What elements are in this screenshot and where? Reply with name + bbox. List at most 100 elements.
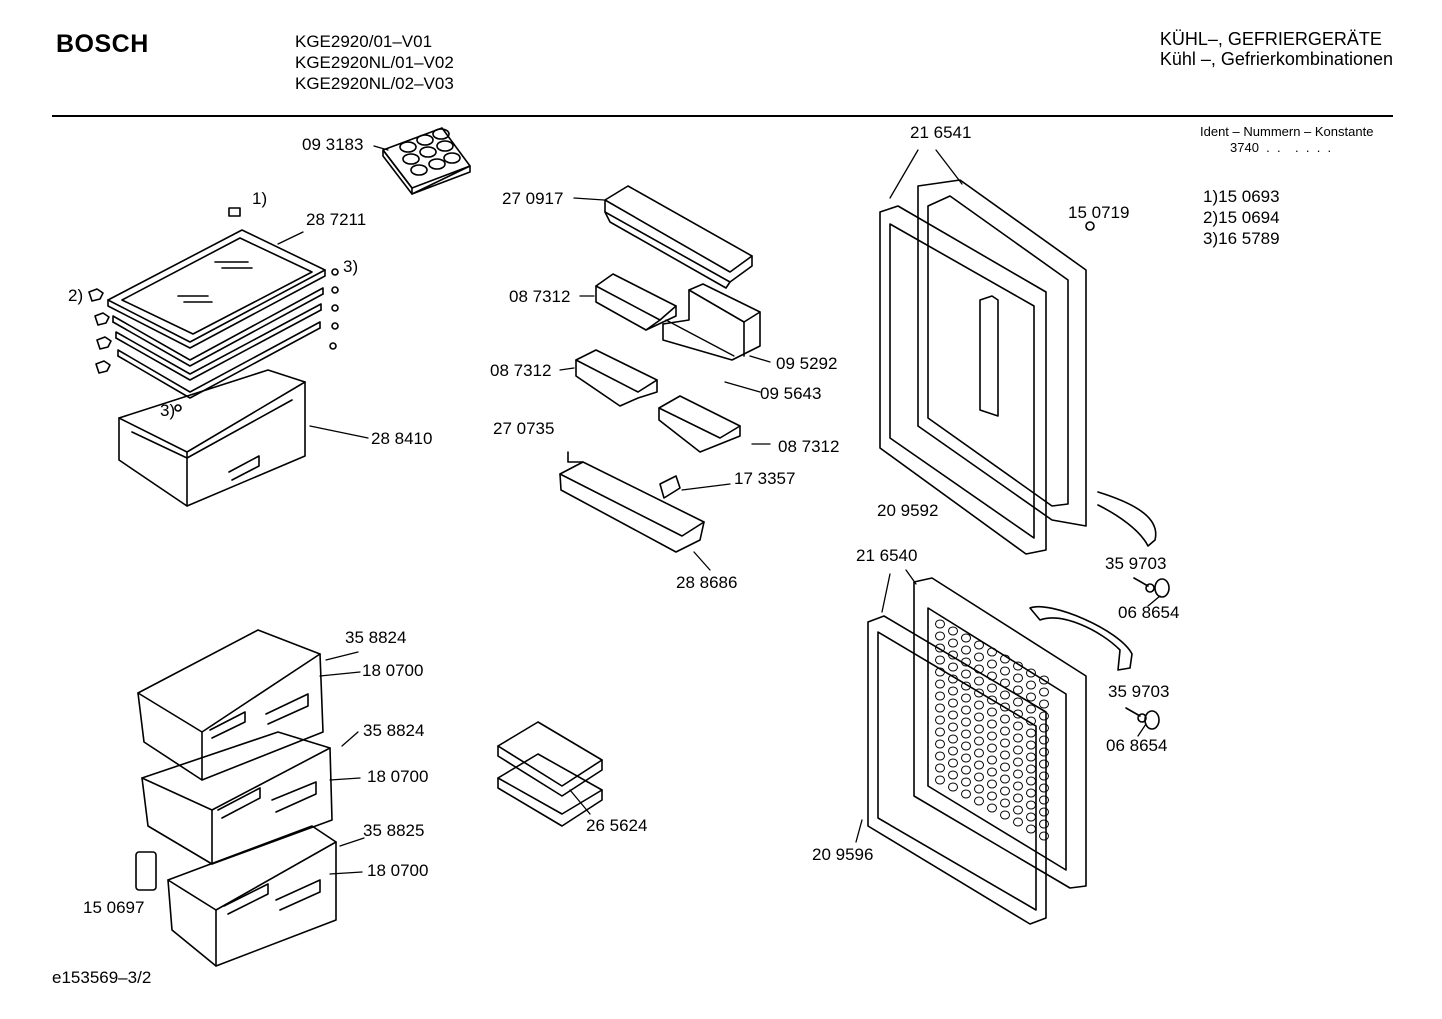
door-dimple	[974, 796, 984, 806]
door-dimple	[1039, 759, 1049, 769]
drawing-reference: e153569–3/2	[52, 968, 152, 987]
door-dimple	[948, 746, 958, 756]
door-dimple	[961, 753, 971, 763]
part-label: 27 0917	[502, 189, 564, 208]
leader-lines	[277, 145, 1161, 875]
door-dimple	[948, 674, 958, 684]
part-label: 15 0697	[83, 898, 145, 917]
fridge-door	[879, 179, 1157, 555]
door-dimple	[1039, 735, 1049, 745]
shelf-clips	[88, 268, 339, 412]
door-dimple	[1026, 776, 1036, 786]
ident-block: Ident – Nummern – Konstante 3740 . . . .…	[1200, 124, 1373, 156]
door-dimple	[987, 719, 997, 729]
door-dimple	[961, 681, 971, 691]
door-dimple	[974, 772, 984, 782]
door-dimple	[1013, 661, 1023, 671]
door-dimple	[935, 739, 945, 749]
door-dimple	[987, 659, 997, 669]
door-dimple	[1013, 745, 1023, 755]
door-dimple	[935, 679, 945, 689]
door-dimple	[1000, 714, 1010, 724]
door-dimple	[1026, 824, 1036, 834]
door-dimple	[1000, 666, 1010, 676]
door-dimple	[1039, 711, 1049, 721]
footnote-legend: 1)15 0693 2)15 0694 3)16 5789	[1203, 186, 1280, 249]
door-dimple	[1026, 812, 1036, 822]
door-dimple	[987, 779, 997, 789]
ident-value: 3740 . . . . . .	[1230, 140, 1332, 155]
door-dimple	[974, 652, 984, 662]
door-dimple	[974, 640, 984, 650]
door-dimple	[948, 626, 958, 636]
door-dimple	[987, 743, 997, 753]
door-dimple	[961, 705, 971, 715]
door-dimple	[1039, 699, 1049, 709]
footnote-marker: 2)	[68, 286, 84, 305]
door-dimple	[1026, 764, 1036, 774]
model-number: KGE2920NL/01–V02	[295, 53, 454, 72]
door-dimple	[1013, 757, 1023, 767]
part-label: 09 5643	[760, 384, 822, 403]
door-dimple	[974, 700, 984, 710]
door-dimple	[935, 763, 945, 773]
door-dimple	[987, 731, 997, 741]
door-dimple	[987, 755, 997, 765]
hinge-screws	[1085, 221, 1170, 730]
part-label: 17 3357	[734, 469, 796, 488]
door-dimple	[961, 633, 971, 643]
door-dimple	[1039, 771, 1049, 781]
category: KÜHL–, GEFRIERGERÄTE Kühl –, Gefrierkomb…	[1160, 29, 1393, 69]
door-dimple	[974, 760, 984, 770]
crisper-box	[118, 369, 306, 507]
part-label: 35 9703	[1105, 554, 1167, 573]
door-dimple	[935, 643, 945, 653]
model-number: KGE2920/01–V01	[295, 32, 433, 51]
freezer-door	[867, 577, 1133, 925]
category-line-2: Kühl –, Gefrierkombinationen	[1159, 49, 1393, 69]
model-number: KGE2920NL/02–V03	[295, 74, 454, 93]
door-dimple	[974, 784, 984, 794]
cold-packs	[497, 721, 603, 827]
category-line-1: KÜHL–, GEFRIERGERÄTE	[1159, 29, 1382, 49]
door-dimple	[948, 650, 958, 660]
door-dimple	[987, 707, 997, 717]
door-dimple	[935, 655, 945, 665]
door-dimple	[974, 688, 984, 698]
legend-item: 1)15 0693	[1203, 187, 1280, 206]
door-dimple	[1013, 673, 1023, 683]
legend-item: 3)16 5789	[1203, 229, 1280, 248]
door-dimple	[987, 647, 997, 657]
door-dimple	[1039, 807, 1049, 817]
door-dimple	[1013, 697, 1023, 707]
door-dimple	[1000, 786, 1010, 796]
door-dimple	[1000, 750, 1010, 760]
door-dimple	[1013, 769, 1023, 779]
freezer-drawers	[135, 629, 337, 967]
door-dimple	[961, 693, 971, 703]
part-label: 27 0735	[493, 419, 555, 438]
door-dimple	[1013, 781, 1023, 791]
part-label: 28 8410	[371, 429, 433, 448]
door-dimple	[1026, 668, 1036, 678]
door-dimple	[935, 751, 945, 761]
door-dimple	[974, 736, 984, 746]
door-dimple	[987, 671, 997, 681]
door-dimple	[948, 770, 958, 780]
part-label: 15 0719	[1068, 203, 1130, 222]
door-dimple	[935, 703, 945, 713]
door-dimple	[974, 676, 984, 686]
door-dimple	[974, 748, 984, 758]
ident-title: Ident – Nummern – Konstante	[1200, 124, 1374, 139]
door-dimple	[961, 669, 971, 679]
door-dimple	[1039, 783, 1049, 793]
part-label: 28 7211	[306, 210, 367, 229]
door-dimple	[1000, 654, 1010, 664]
part-label: 06 8654	[1118, 603, 1180, 622]
door-dimple	[1026, 800, 1036, 810]
part-label: 20 9592	[877, 501, 939, 520]
door-dimple	[1039, 831, 1049, 841]
part-label: 18 0700	[367, 767, 429, 786]
door-dimple	[948, 758, 958, 768]
door-dimple	[1013, 685, 1023, 695]
